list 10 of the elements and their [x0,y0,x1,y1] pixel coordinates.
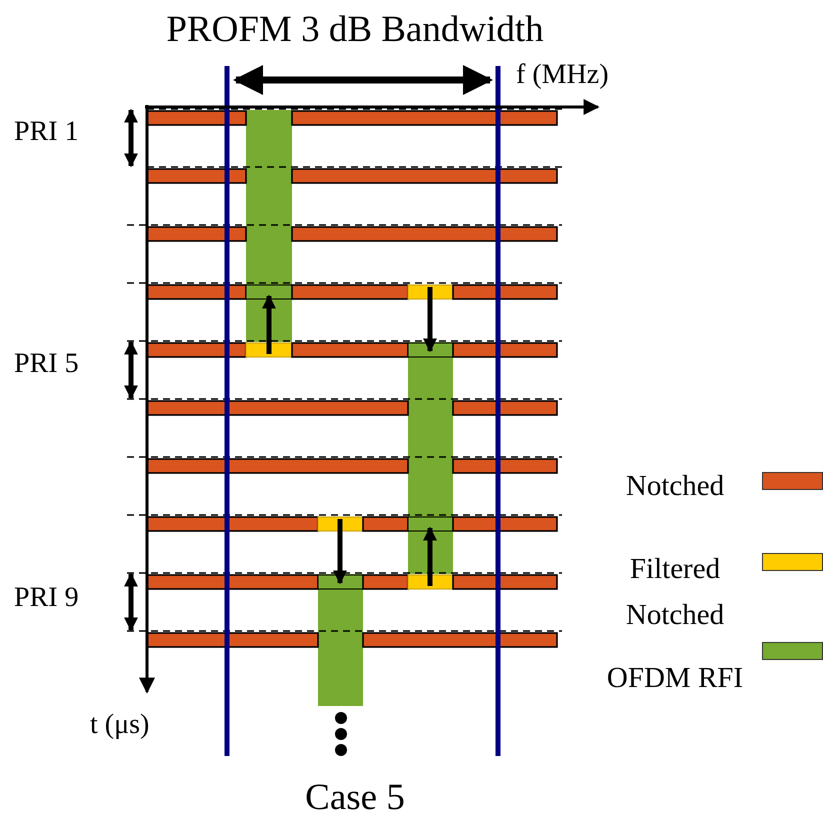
legend-label: OFDM RFI [606,661,744,696]
caption: Case 5 [304,778,406,819]
title: PROFM 3 dB Bandwidth [165,10,545,51]
row-label: PRI 5 [14,349,79,380]
row-label: PRI 9 [14,583,79,614]
legend-label: Notched [624,469,726,504]
axis-label: t (μs) [90,710,150,741]
row-label: PRI 1 [14,117,79,148]
legend-label: Filtered Notched [624,552,726,634]
axis-label: f (MHz) [516,60,609,91]
